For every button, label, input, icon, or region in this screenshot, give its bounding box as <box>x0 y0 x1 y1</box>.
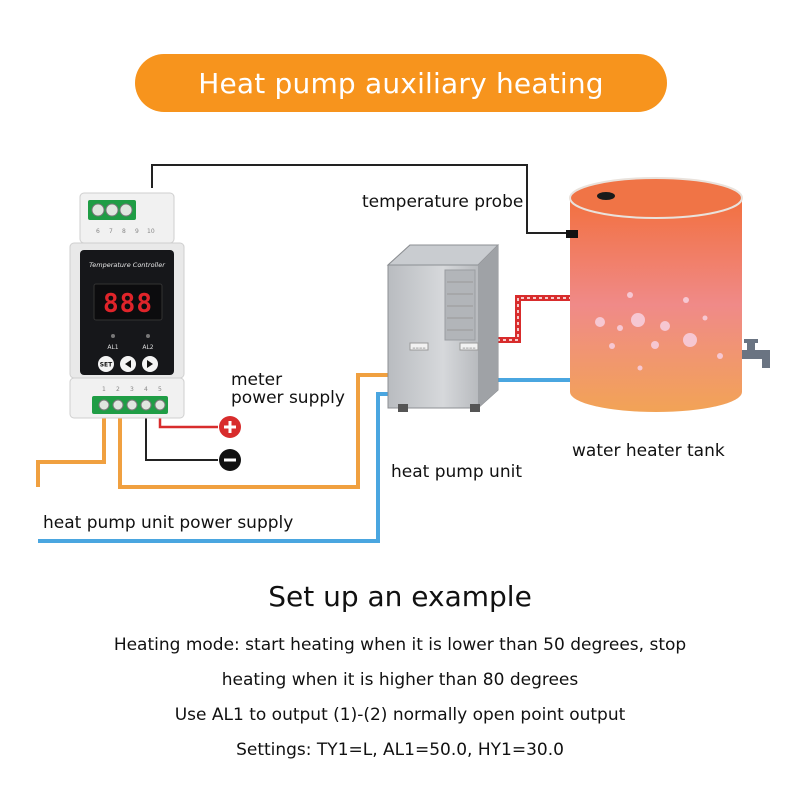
al1-label: AL1 <box>107 344 118 351</box>
orange-wire-meter <box>118 373 398 489</box>
water-faucet-icon <box>742 339 770 368</box>
example-line-3: Use AL1 to output (1)-(2) normally open … <box>174 705 626 725</box>
svg-text:8: 8 <box>122 228 126 235</box>
water-heater-tank <box>569 177 743 412</box>
orange-wire-supply <box>36 400 106 487</box>
heat-pump-badge-left: ==== <box>412 345 425 350</box>
svg-text:1: 1 <box>102 386 106 393</box>
set-button[interactable] <box>98 356 114 372</box>
example-heading: Set up an example <box>268 580 532 613</box>
example-line-2: heating when it is higher than 80 degree… <box>221 670 579 690</box>
down-button[interactable] <box>120 356 136 372</box>
heat-pump-power-supply-label: heat pump unit power supply <box>43 513 294 533</box>
svg-text:5: 5 <box>158 386 162 393</box>
svg-text:9: 9 <box>135 228 139 235</box>
set-button-label: SET <box>100 362 113 369</box>
water-heater-tank-label: water heater tank <box>572 441 725 461</box>
example-line-4: Settings: TY1=L, AL1=50.0, HY1=30.0 <box>236 740 564 760</box>
svg-text:3: 3 <box>130 386 134 393</box>
svg-text:6: 6 <box>96 228 100 235</box>
meter-power-label-line1: meter <box>231 370 283 390</box>
svg-text:7: 7 <box>109 228 113 235</box>
heat-pump-unit <box>386 244 500 412</box>
heat-pump-badge-right: ==== <box>462 345 475 350</box>
svg-text:2: 2 <box>116 386 120 393</box>
black-wire-minus <box>145 400 218 461</box>
temperature-probe-label: temperature probe <box>362 192 524 212</box>
heat-pump-unit-label: heat pump unit <box>391 462 522 482</box>
title-text: Heat pump auxiliary heating <box>198 66 604 100</box>
temperature-controller <box>69 192 185 419</box>
controller-display: 888 <box>103 289 153 319</box>
controller-top-terminal-numbers: 6 7 8 9 10 <box>96 228 155 235</box>
al2-label: AL2 <box>142 344 153 351</box>
title-banner: Heat pump auxiliary heating <box>135 54 667 112</box>
temperature-probe-sensor <box>566 230 578 238</box>
plus-terminal-icon <box>219 416 241 438</box>
svg-text:10: 10 <box>147 228 155 235</box>
meter-power-label-line2: power supply <box>231 388 345 408</box>
minus-terminal-icon <box>219 449 241 471</box>
example-line-1: Heating mode: start heating when it is l… <box>113 635 687 655</box>
up-button[interactable] <box>142 356 158 372</box>
heat-pump-fan-icon <box>444 269 476 341</box>
controller-title: Temperature Controller <box>89 261 166 269</box>
svg-text:4: 4 <box>144 386 148 393</box>
controller-bottom-terminal-numbers: 1 2 3 4 5 <box>102 386 162 393</box>
probe-cable <box>151 164 570 234</box>
